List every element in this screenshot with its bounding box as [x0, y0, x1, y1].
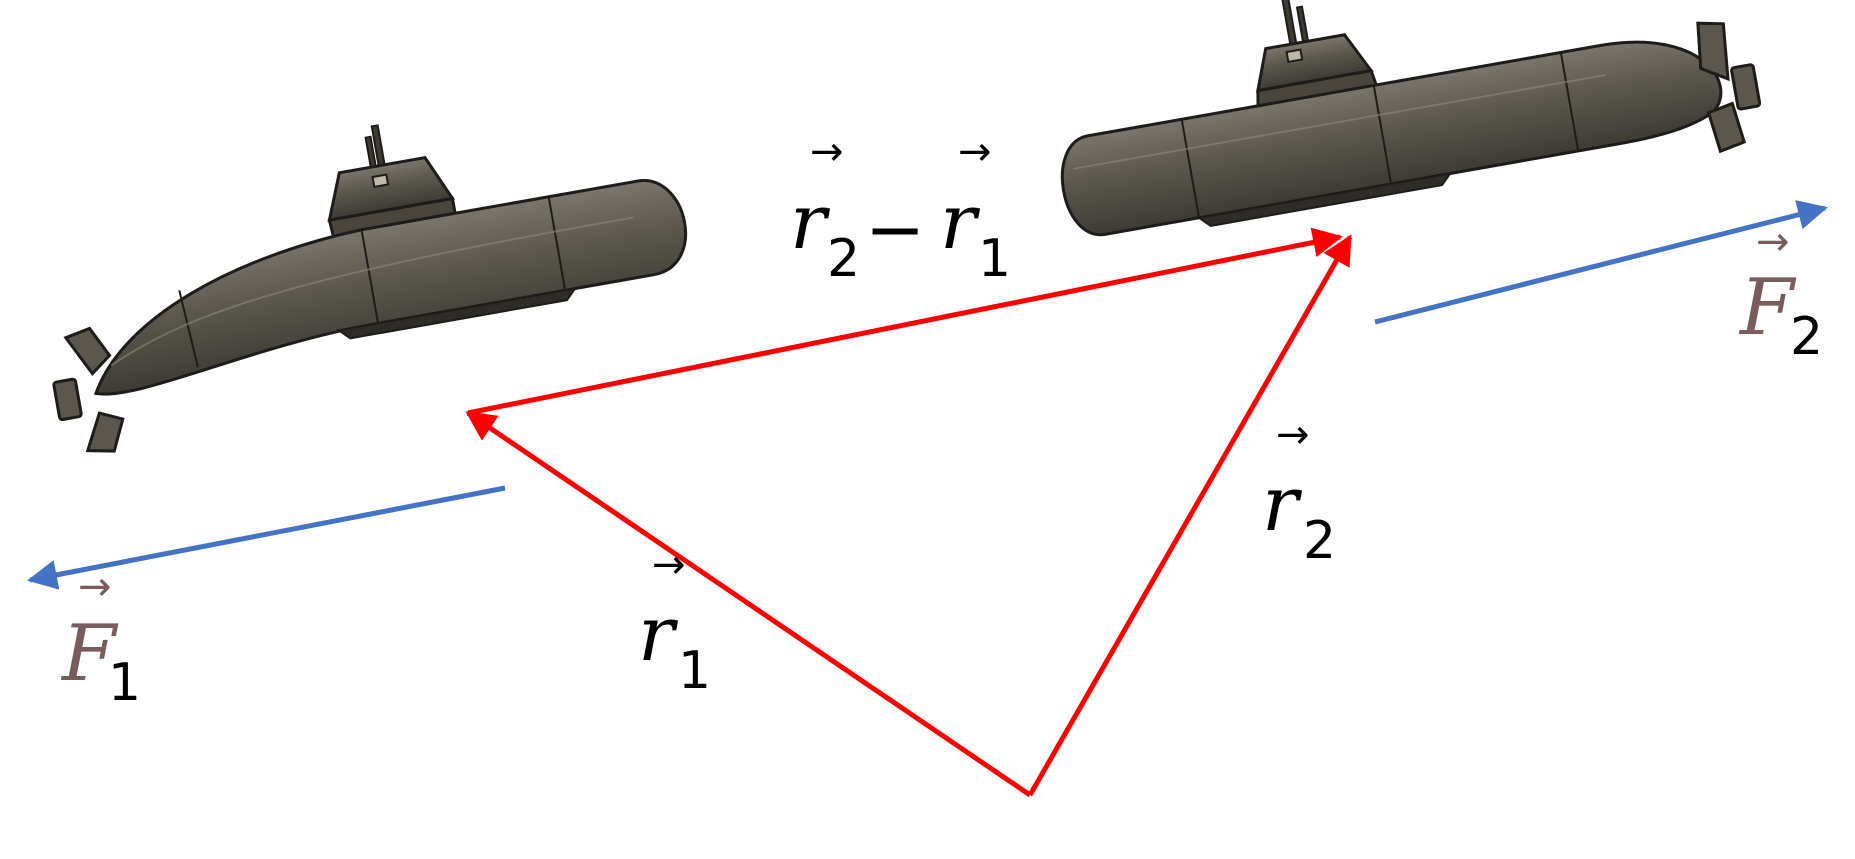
svg-text:r: r: [638, 589, 679, 678]
svg-text:−: −: [865, 187, 925, 271]
svg-text:→: →: [652, 542, 686, 588]
svg-text:2: 2: [827, 229, 860, 289]
svg-text:F: F: [60, 609, 119, 699]
svg-text:r: r: [940, 177, 981, 266]
svg-text:→: →: [958, 129, 992, 175]
svg-text:r: r: [790, 177, 831, 266]
label-r2: r → 2: [1262, 412, 1336, 571]
svg-text:→: →: [1756, 219, 1790, 265]
position-vector-r1: [465, 410, 1032, 798]
relative-vector-r2-minus-r1: [467, 227, 1343, 416]
force-vector-f2: [1374, 200, 1828, 325]
svg-text:1: 1: [978, 229, 1011, 289]
svg-text:1: 1: [678, 641, 711, 701]
svg-text:2: 2: [1303, 511, 1336, 571]
position-vector-r2: [1027, 234, 1353, 797]
svg-text:F: F: [1738, 263, 1797, 353]
svg-text:r: r: [1262, 459, 1303, 548]
svg-text:2: 2: [1790, 307, 1823, 367]
label-f2: F → 2: [1738, 219, 1823, 367]
label-f1: F → 1: [60, 564, 141, 713]
submarine-right-icon: [1060, 0, 1762, 236]
submarine-left-icon: [52, 124, 688, 453]
label-r2-minus-r1: r → 2 − r → 1: [790, 129, 1011, 289]
svg-text:1: 1: [108, 653, 141, 713]
svg-text:→: →: [1276, 412, 1310, 458]
svg-text:→: →: [78, 564, 112, 610]
svg-text:→: →: [810, 129, 844, 175]
force-vector-f1: [27, 485, 506, 590]
label-r1: r → 1: [638, 542, 711, 701]
